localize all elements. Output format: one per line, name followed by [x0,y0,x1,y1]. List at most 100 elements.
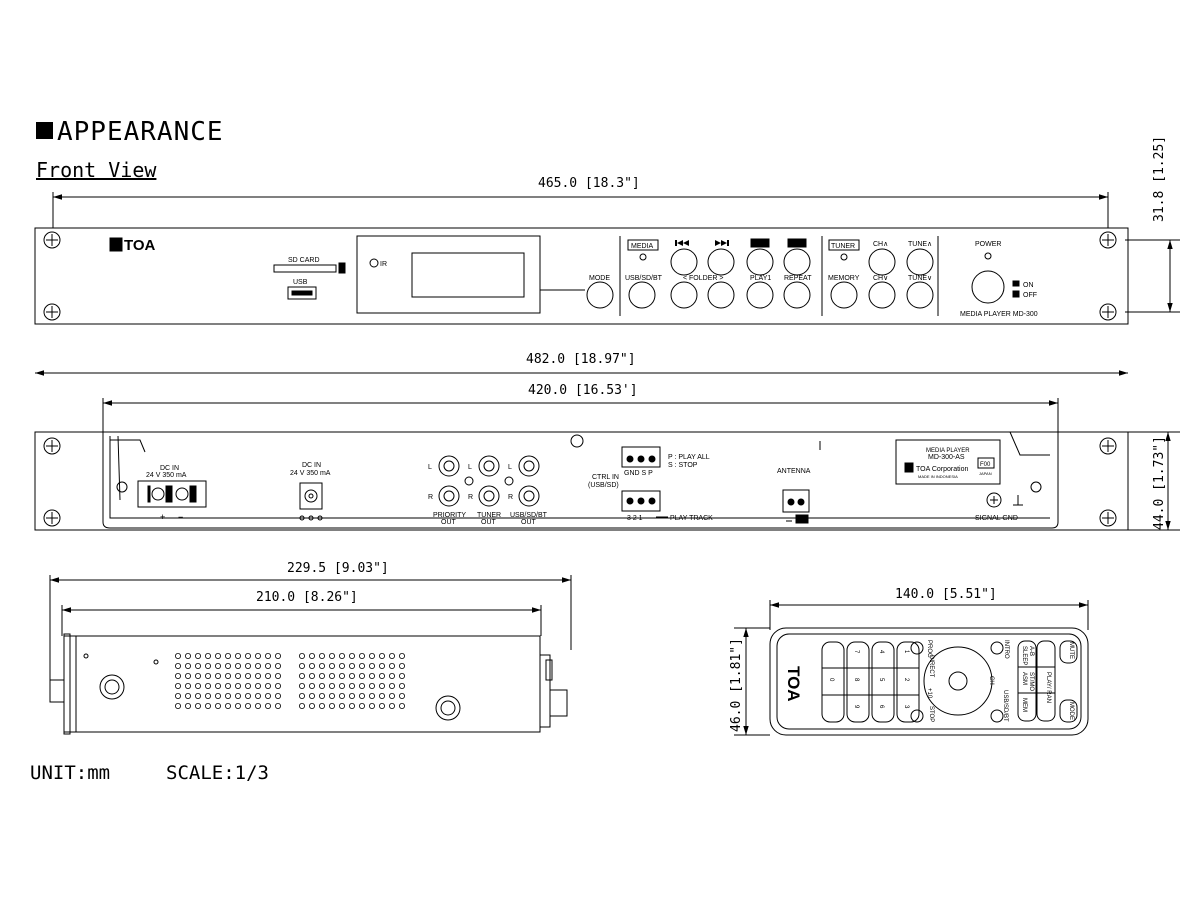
memory-label: MEMORY [828,275,860,282]
vent-hole [338,653,345,660]
remote-view [734,600,1089,736]
remote-play-ran: PLAY/ RAN [1045,672,1051,703]
remote-usb: USB/SD/BT [1002,690,1008,722]
antenna-label: ANTENNA [777,468,811,475]
gnd-s-p: GND S P [624,470,653,477]
section-title: APPEARANCE [36,117,224,147]
vent-hole [234,673,241,680]
vent-hole [328,703,335,710]
remote-direct: DIRECT [928,655,934,678]
vent-hole [224,673,231,680]
remote-stmo: ST/MO [1028,672,1034,691]
vent-hole [368,693,375,700]
vent-hole [308,673,315,680]
tune-down-label: TUNE∨ [908,275,932,282]
vent-hole [234,693,241,700]
vent-hole [274,703,281,710]
ch-up-label: CH∧ [873,241,888,248]
front-brand: TOA [124,237,156,254]
vent-hole [214,653,221,660]
sd-card-label: SD CARD [288,257,320,264]
dim-rear-height: 44.0 [1.73"] [1152,436,1167,530]
rear-labels: DC IN 24 V 350 mA + − DC IN 24 V 350 mA … [146,448,1018,526]
dim-remote-width: 140.0 [5.51"] [895,587,997,602]
plate-code: F00 [980,462,991,468]
vent-hole [234,683,241,690]
play-track: PLAY TRACK [670,515,713,522]
tuner-out-2: OUT [481,519,497,526]
vent-hole [254,683,261,690]
rack-screw-icon [43,231,1117,321]
power-label: POWER [975,241,1001,248]
model-label: MEDIA PLAYER MD-300 [960,311,1038,318]
usb-out-2: OUT [521,519,537,526]
usb-sd-bt-label: USB/SD/BT [625,275,663,282]
vent-hole [398,703,405,710]
vent-hole [348,693,355,700]
vent-hole [244,673,251,680]
r-label-1: R [428,494,433,501]
vent-hole [184,693,191,700]
vent-hole [388,683,395,690]
front-labels: TOA SD CARD USB IR MODE MEDIA USB/SD/BT … [124,237,1038,318]
subtitle: Front View [36,158,157,182]
priority-out-2: OUT [441,519,457,526]
plate-title: MEDIA PLAYER [926,448,970,454]
vent-hole [328,683,335,690]
vent-hole [264,673,271,680]
remote-mode: MODE [1068,702,1074,720]
vent-hole [308,703,315,710]
skip-back-icon [675,240,689,246]
vent-hole [308,683,315,690]
remote-digit-1: 1 [903,650,909,654]
vent-hole [348,703,355,710]
usb-out-1: USB/SD/BT [510,512,548,519]
plate-corp: TOA Corporation [916,466,969,473]
pins-label: 3 2 1 [627,515,643,522]
side-view [49,575,572,735]
toa-logo-icon [109,237,123,252]
unit-label: UNIT:mm [30,762,111,784]
vent-hole [378,663,385,670]
rack-screw-icon [43,437,1117,527]
vent-hole [184,653,191,660]
vent-hole [398,653,405,660]
vent-hole [264,703,271,710]
dc-in-2: DC IN [302,462,321,469]
vent-hole [388,693,395,700]
vent-hole [298,693,305,700]
vent-hole [244,653,251,660]
vent-hole [298,703,305,710]
vent-hole [174,673,181,680]
vent-hole [264,663,271,670]
vent-hole [318,653,325,660]
vent-hole [348,663,355,670]
tune-up-label: TUNE∧ [908,241,932,248]
vent-hole [308,663,315,670]
repeat-label: REPEAT [784,275,812,282]
vent-hole [214,673,221,680]
vent-hole [358,673,365,680]
vent-hole [194,673,201,680]
vent-hole [338,663,345,670]
vent-hole [398,673,405,680]
remote-digit-6: 6 [878,705,884,709]
remote-stop: STOP [928,706,934,722]
vent-hole [174,683,181,690]
vent-hole [358,663,365,670]
vent-hole [388,663,395,670]
stop-icon [787,238,807,248]
vent-hole [398,683,405,690]
vent-hole [328,653,335,660]
vent-hole [244,663,251,670]
remote-digit-4: 4 [878,650,884,654]
vent-hole [274,693,281,700]
signal-gnd: SIGNAL GND [975,515,1018,522]
usb-label: USB [293,279,308,286]
vent-hole [298,683,305,690]
vent-hole [224,693,231,700]
l-label-1: L [428,464,432,471]
vent-hole [358,693,365,700]
vent-hole [194,683,201,690]
remote-digit-2: 2 [903,678,909,682]
